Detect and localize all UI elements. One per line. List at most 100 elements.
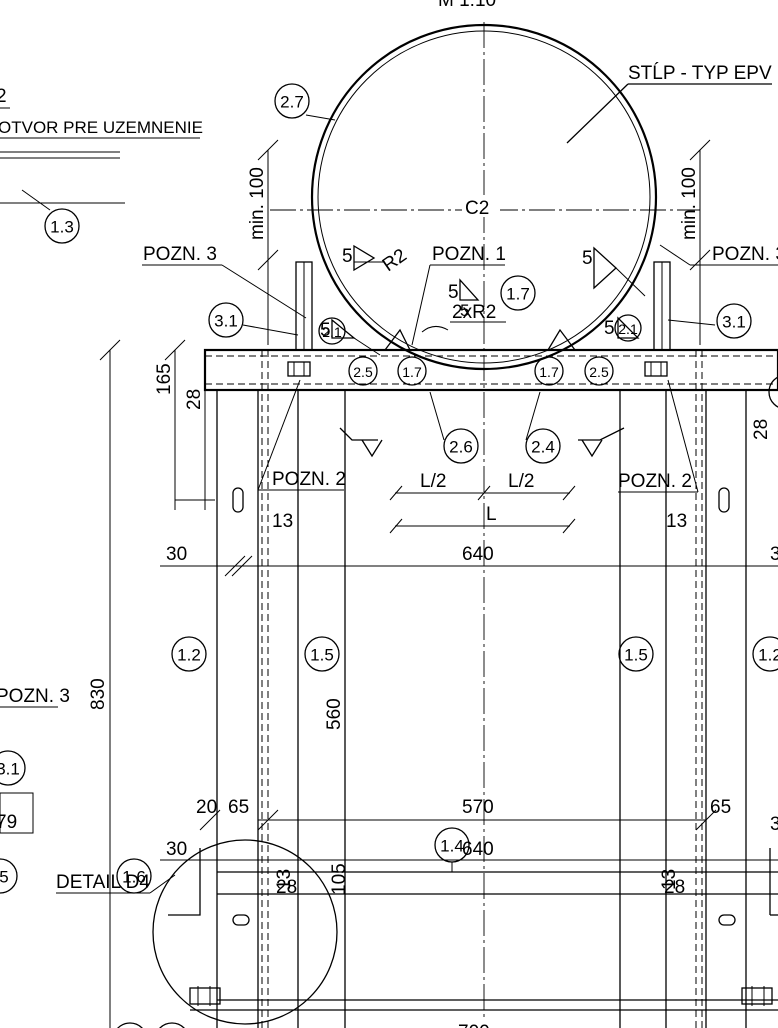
svg-text:5: 5: [604, 318, 615, 339]
svg-text:2.5: 2.5: [353, 364, 373, 380]
svg-text:5: 5: [320, 320, 331, 341]
svg-text:65: 65: [710, 797, 731, 818]
svg-text:2.6: 2.6: [449, 438, 473, 457]
slot-left-upper: [232, 487, 244, 513]
detail-d4-label: DETAIL D4: [56, 872, 150, 893]
svg-text:640: 640: [462, 544, 494, 565]
callout-1-2-right: 1.2: [752, 636, 778, 672]
callout-1-6: 1.6: [116, 858, 152, 894]
weld-symbols: 5 5 5 5 5 5: [320, 244, 646, 458]
scale-label: M 1:10: [438, 0, 496, 11]
svg-text:28: 28: [184, 389, 205, 410]
svg-text:1.5: 1.5: [624, 646, 648, 665]
svg-text:105: 105: [329, 863, 350, 895]
svg-text:30: 30: [166, 544, 187, 565]
svg-text:3.1: 3.1: [214, 312, 238, 331]
dim-560: 560: [324, 698, 345, 730]
callout-2-5-right: 2.5: [584, 356, 614, 386]
pozn2-left-label: POZN. 2: [272, 469, 346, 490]
callout-2-6: 2.6: [443, 428, 479, 464]
min100-left: min. 100: [247, 139, 279, 345]
svg-text:570: 570: [462, 797, 494, 818]
hole-label: OTVOR PRE UZEMNENIE: [0, 118, 203, 137]
svg-text:3.1: 3.1: [0, 760, 20, 779]
svg-text:1.6: 1.6: [122, 868, 146, 887]
slot-right-upper: [718, 487, 730, 513]
svg-text:L: L: [486, 504, 497, 525]
base-plate: [203, 348, 778, 392]
callout-1-5-left: 1.5: [304, 636, 340, 672]
slot-left-lower: [232, 914, 250, 926]
svg-text:13: 13: [659, 869, 680, 890]
dim-640-lower: 640 30: [160, 839, 778, 861]
svg-text:28: 28: [751, 419, 772, 440]
min100-right: min. 100: [679, 139, 711, 345]
bottom-bar: [189, 871, 778, 1011]
svg-text:1.5: 1.5: [310, 646, 334, 665]
dim-13-right: 13: [666, 511, 687, 532]
svg-text:1.2: 1.2: [177, 646, 201, 665]
callout-1-2: 1.2: [171, 636, 207, 672]
callout-2-1-left: 2.1: [318, 317, 346, 345]
svg-text:5: 5: [460, 301, 469, 320]
callout-2-5-left: 2.5: [348, 356, 378, 386]
svg-text:30: 30: [166, 839, 187, 860]
callout-1-5-right: 1.5: [618, 636, 654, 672]
svg-text:165: 165: [154, 363, 175, 395]
pozn3-right-label: POZN. 3: [712, 244, 778, 265]
svg-text:L/2: L/2: [508, 471, 534, 492]
svg-text:L/2: L/2: [420, 471, 446, 492]
pozn1-label: POZN. 1: [432, 244, 506, 265]
svg-text:2.7: 2.7: [280, 93, 304, 112]
svg-text:1.4: 1.4: [440, 837, 464, 856]
dim-28-lower-right: 28: [664, 877, 685, 898]
svg-text:1.7: 1.7: [402, 364, 422, 380]
callout-2-7: 2.7: [274, 83, 310, 119]
dim-28-lower-left: 28: [276, 877, 297, 898]
svg-text:2.1: 2.1: [618, 321, 638, 337]
svg-text:1.7: 1.7: [506, 285, 530, 304]
svg-text:3.1: 3.1: [722, 313, 746, 332]
dim-640-upper: 640 30: [160, 544, 778, 577]
svg-text:5: 5: [0, 868, 9, 887]
svg-text:1.2: 1.2: [758, 646, 778, 665]
callout-fragment-right: [768, 376, 778, 408]
dim-28-right: 28: [751, 419, 772, 440]
svg-text:5: 5: [582, 248, 593, 269]
svg-text:640: 640: [462, 839, 494, 860]
callout-1-7-left: 1.7: [397, 356, 427, 386]
callout-3-1-lower: 3.1: [0, 750, 26, 786]
callout-2-1-right: 2.1: [614, 314, 642, 342]
callout-bottom-left: [117, 1022, 185, 1028]
svg-text:1.3: 1.3: [50, 218, 74, 237]
bolt-left: [287, 361, 311, 377]
svg-text:65: 65: [228, 797, 249, 818]
pozn3-left-label: POZN. 3: [143, 244, 217, 265]
svg-text:2.5: 2.5: [589, 364, 609, 380]
svg-text:560: 560: [324, 698, 345, 730]
callout-2-4: 2.4: [525, 428, 561, 464]
slot-right-lower: [718, 914, 736, 926]
svg-text:5: 5: [448, 282, 459, 303]
frag-right-1: 3: [770, 544, 778, 565]
frag-right-2: 3: [770, 814, 778, 835]
pozn2-right-label: POZN. 2: [618, 471, 692, 492]
dim-570: 570 20 65 65: [196, 797, 731, 831]
leaders: [0, 107, 778, 894]
svg-text:5: 5: [342, 246, 353, 267]
pozn3-far-left-label: POZN. 3: [0, 686, 70, 707]
svg-text:2.4: 2.4: [531, 438, 555, 457]
bolt-right: [644, 361, 668, 377]
frame-left: [216, 350, 346, 1028]
callout-3-1-right: 3.1: [716, 303, 752, 339]
svg-text:13: 13: [274, 869, 295, 890]
dim-l: L/2 L/2 L: [389, 471, 576, 534]
dim-165: 165 28: [154, 339, 215, 510]
dim-13-105: 13 105 13: [274, 863, 680, 895]
detail-d4-circle: [152, 839, 338, 1025]
c2-label: C2: [465, 198, 489, 219]
svg-text:20: 20: [196, 797, 217, 818]
callout-1-3: 1.3: [44, 208, 80, 244]
frag-left-2: 2: [0, 86, 7, 107]
